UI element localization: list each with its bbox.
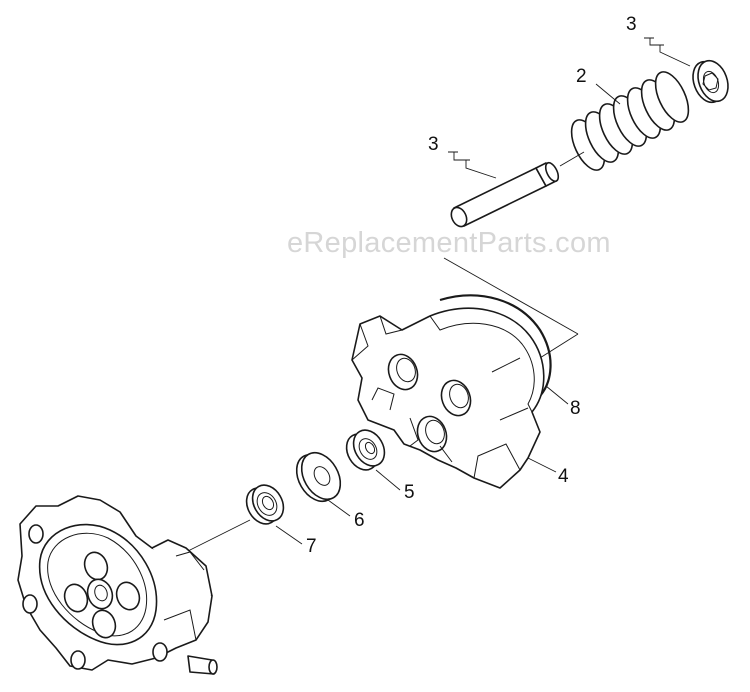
part-4-leader [527, 457, 557, 473]
callout-3-mid: 3 [428, 134, 439, 155]
part-2-spring [570, 71, 690, 171]
callout-4: 4 [558, 466, 569, 487]
part-3-mid-leader [448, 151, 497, 179]
part-8-leader [545, 385, 569, 405]
part-3-piston [450, 151, 585, 228]
part-3-top-leader [644, 37, 691, 67]
part-2-leader [595, 83, 621, 105]
callout-3-top: 3 [626, 14, 637, 35]
assembly-guide-line-3 [185, 519, 251, 553]
callout-2: 2 [576, 66, 587, 87]
watermark-text: eReplacementParts.com [287, 227, 611, 259]
pump-cover [17, 495, 218, 675]
assembly-guide-line-1 [443, 257, 579, 335]
part-6-washer [295, 451, 342, 503]
callout-7: 7 [306, 536, 317, 557]
part-6-leader [327, 499, 351, 517]
callout-8: 8 [570, 398, 581, 419]
part-8-o-ring [439, 294, 552, 397]
part-5-leader [375, 469, 401, 491]
part-3-top-cap [692, 59, 729, 104]
callout-6: 6 [354, 510, 365, 531]
part-5-seal [345, 429, 386, 471]
callout-5: 5 [404, 482, 415, 503]
part-7-leader [275, 525, 303, 545]
part-7-seal-ring [245, 484, 285, 525]
part-4-housing [351, 307, 545, 489]
